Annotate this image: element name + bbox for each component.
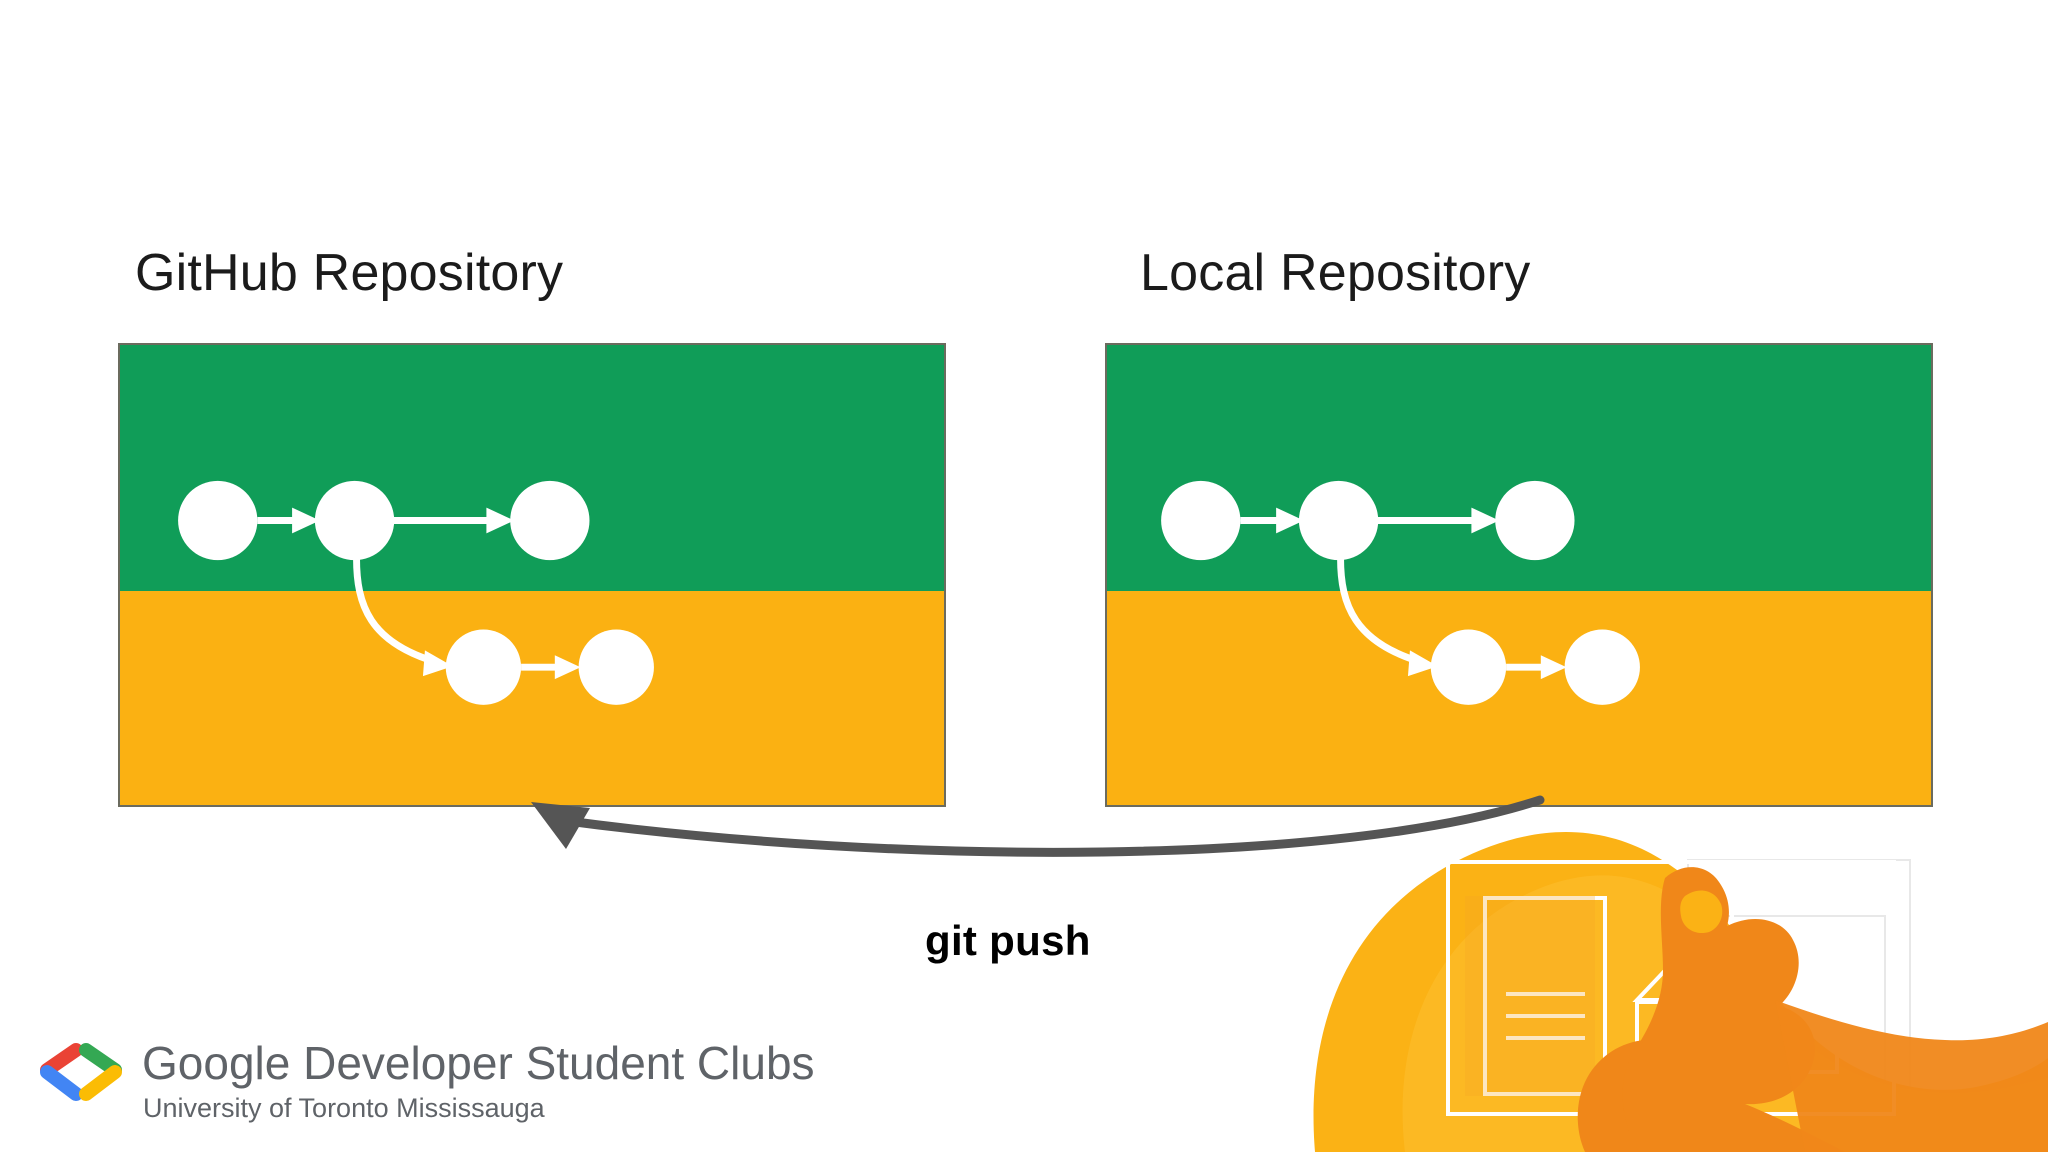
commit-node xyxy=(1161,480,1241,561)
commit-node xyxy=(445,629,522,705)
gdsc-logo: Google Developer Student Clubs Universit… xyxy=(30,1037,910,1130)
arrowhead xyxy=(531,802,590,849)
commit-graph-github xyxy=(178,480,654,705)
gdsc-name-label: Google Developer Student Clubs xyxy=(142,1037,815,1089)
repo-box-github xyxy=(118,343,946,807)
commit-node xyxy=(1495,480,1575,561)
pinch-gap xyxy=(1680,890,1723,934)
gdsc-chapter-label: University of Toronto Mississauga xyxy=(143,1093,545,1123)
commit-graph-local xyxy=(1161,480,1640,705)
branch-band-feature-github xyxy=(120,591,944,805)
forearm-shape xyxy=(1775,1000,2048,1152)
thumb-shape xyxy=(1577,1040,1645,1152)
commit-node xyxy=(1564,629,1640,705)
commit-node xyxy=(1298,480,1379,561)
hand-shape xyxy=(1611,867,1845,1152)
hand-designing-wireframe-illustration xyxy=(1285,800,2048,1152)
commit-node xyxy=(578,629,654,705)
gdsc-chevron-icon xyxy=(40,1043,122,1101)
panel-title-local: Local Repository xyxy=(1140,244,1531,302)
commit-node xyxy=(1430,629,1507,705)
commit-node xyxy=(510,480,590,561)
commit-node xyxy=(178,480,258,561)
branch-band-feature-local xyxy=(1107,591,1931,805)
commit-node xyxy=(314,480,395,561)
panel-title-github: GitHub Repository xyxy=(135,244,564,302)
repo-box-local xyxy=(1105,343,1933,807)
git-push-label: git push xyxy=(925,917,1091,964)
wireframe-shaded-panel xyxy=(1465,896,1595,1096)
